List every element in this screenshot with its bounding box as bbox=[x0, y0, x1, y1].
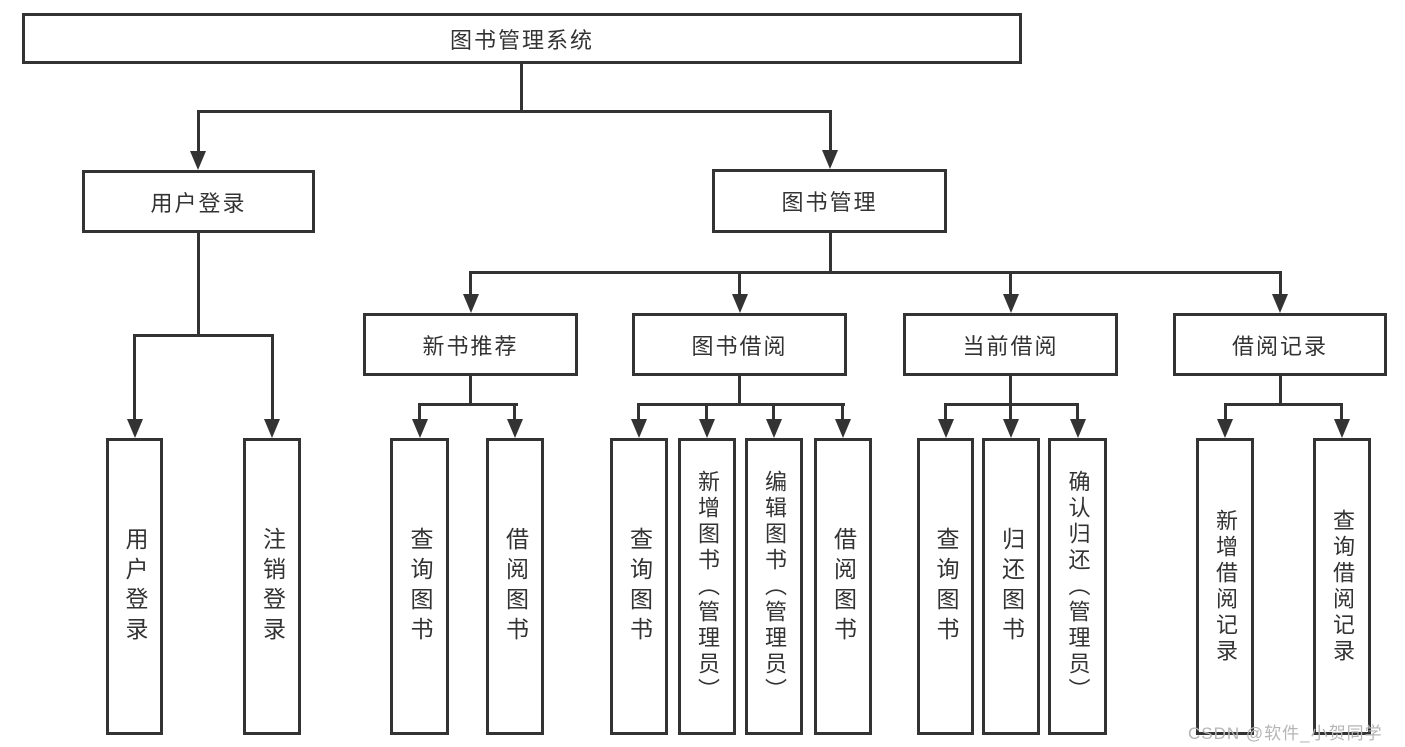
arrow-down-icon bbox=[699, 419, 715, 438]
leaf-add-borrow-record: 新增借阅记录 bbox=[1196, 438, 1254, 735]
connector-line bbox=[944, 403, 947, 420]
connector-bookmgmt-stem bbox=[829, 233, 832, 274]
node-label: 新书推荐 bbox=[422, 333, 519, 359]
node-label: 当前借阅 bbox=[962, 333, 1059, 359]
connector-line bbox=[271, 334, 274, 420]
connector-line bbox=[772, 403, 775, 420]
arrow-down-icon bbox=[822, 150, 838, 169]
node-label: 借阅图书 bbox=[502, 526, 529, 647]
csdn-watermark: CSDN @软件_小贺同学 bbox=[1188, 724, 1383, 743]
leaf-user-login: 用户登录 bbox=[106, 438, 163, 735]
leaf-borrow-books-borrowing: 借阅图书 bbox=[814, 438, 872, 735]
node-label: 查询图书 bbox=[933, 526, 959, 647]
leaf-query-books-borrowing: 查询图书 bbox=[610, 438, 668, 735]
node-label: 注销登录 bbox=[259, 526, 286, 647]
leaf-query-books-current: 查询图书 bbox=[917, 438, 974, 735]
connector-line bbox=[1224, 403, 1227, 420]
connector-borrowing-branch bbox=[637, 403, 845, 406]
node-borrowing-records: 借阅记录 bbox=[1173, 313, 1387, 376]
node-current-borrowing: 当前借阅 bbox=[903, 313, 1118, 376]
arrow-down-icon bbox=[835, 419, 851, 438]
connector-userlogin-branch bbox=[133, 334, 274, 337]
arrow-down-icon bbox=[127, 419, 143, 438]
leaf-query-books-recommend: 查询图书 bbox=[390, 438, 449, 735]
node-new-book-recommend: 新书推荐 bbox=[363, 313, 578, 376]
node-library-management-system: 图书管理系统 bbox=[22, 13, 1022, 64]
arrow-down-icon bbox=[1070, 419, 1086, 438]
connector-records-branch bbox=[1224, 403, 1343, 406]
arrow-down-icon bbox=[463, 294, 479, 313]
arrow-down-icon bbox=[631, 419, 647, 438]
node-label: 图书管理系统 bbox=[449, 27, 594, 53]
leaf-edit-books-admin: 编辑图书（管理员） bbox=[745, 438, 803, 735]
leaf-logout-login: 注销登录 bbox=[243, 438, 301, 735]
connector-line bbox=[1009, 271, 1012, 295]
arrow-down-icon bbox=[1003, 294, 1019, 313]
connector-records-stem bbox=[1279, 376, 1282, 405]
connector-borrowing-stem bbox=[738, 376, 741, 405]
arrow-down-icon bbox=[412, 419, 428, 438]
connector-line bbox=[829, 110, 832, 151]
connector-bookmgmt-branch bbox=[469, 271, 1282, 274]
connector-current-stem bbox=[1009, 376, 1012, 405]
connector-line bbox=[133, 334, 136, 420]
leaf-confirm-return-admin: 确认归还（管理员） bbox=[1048, 438, 1107, 735]
connector-line bbox=[738, 271, 741, 295]
arrow-down-icon bbox=[1334, 419, 1350, 438]
node-label: 编辑图书（管理员） bbox=[762, 469, 787, 704]
connector-root-branch bbox=[197, 110, 832, 113]
node-label: 图书管理 bbox=[781, 190, 878, 215]
connector-recommend-branch bbox=[418, 403, 518, 406]
connector-line bbox=[841, 403, 844, 420]
node-label: 用户登录 bbox=[150, 190, 247, 216]
node-label: 图书借阅 bbox=[691, 333, 788, 359]
leaf-return-books: 归还图书 bbox=[982, 438, 1040, 735]
node-label: 查询图书 bbox=[626, 526, 653, 647]
node-label: 确认归还（管理员） bbox=[1065, 469, 1091, 704]
leaf-query-borrow-record: 查询借阅记录 bbox=[1313, 438, 1371, 735]
connector-line bbox=[1009, 403, 1012, 420]
connector-line bbox=[1279, 271, 1282, 295]
connector-line bbox=[705, 403, 708, 420]
arrow-down-icon bbox=[1217, 419, 1233, 438]
arrow-down-icon bbox=[938, 419, 954, 438]
node-label: 查询图书 bbox=[407, 526, 433, 647]
node-label: 用户登录 bbox=[122, 526, 148, 647]
connector-line bbox=[637, 403, 640, 420]
connector-userlogin-stem bbox=[197, 233, 200, 336]
node-label: 借阅记录 bbox=[1231, 333, 1328, 359]
connector-root-stem bbox=[520, 64, 523, 112]
connector-line bbox=[469, 271, 472, 295]
connector-line bbox=[1076, 403, 1079, 420]
arrow-down-icon bbox=[190, 151, 206, 170]
node-label: 归还图书 bbox=[998, 526, 1025, 647]
node-book-management: 图书管理 bbox=[712, 169, 947, 233]
arrow-down-icon bbox=[1272, 294, 1288, 313]
node-label: 借阅图书 bbox=[830, 526, 857, 647]
arrow-down-icon bbox=[264, 419, 280, 438]
connector-line bbox=[513, 403, 516, 420]
node-label: 新增图书（管理员） bbox=[695, 469, 720, 704]
node-label: 新增借阅记录 bbox=[1213, 508, 1238, 665]
arrow-down-icon bbox=[507, 419, 523, 438]
connector-line bbox=[418, 403, 421, 420]
connector-line bbox=[197, 110, 200, 151]
leaf-borrow-books-recommend: 借阅图书 bbox=[486, 438, 544, 735]
node-user-login: 用户登录 bbox=[82, 170, 315, 233]
node-book-borrowing: 图书借阅 bbox=[632, 313, 847, 376]
arrow-down-icon bbox=[1003, 419, 1019, 438]
arrow-down-icon bbox=[766, 419, 782, 438]
connector-line bbox=[1340, 403, 1343, 420]
node-label: 查询借阅记录 bbox=[1330, 508, 1355, 665]
arrow-down-icon bbox=[732, 294, 748, 313]
connector-recommend-stem bbox=[469, 376, 472, 405]
leaf-add-books-admin: 新增图书（管理员） bbox=[678, 438, 736, 735]
